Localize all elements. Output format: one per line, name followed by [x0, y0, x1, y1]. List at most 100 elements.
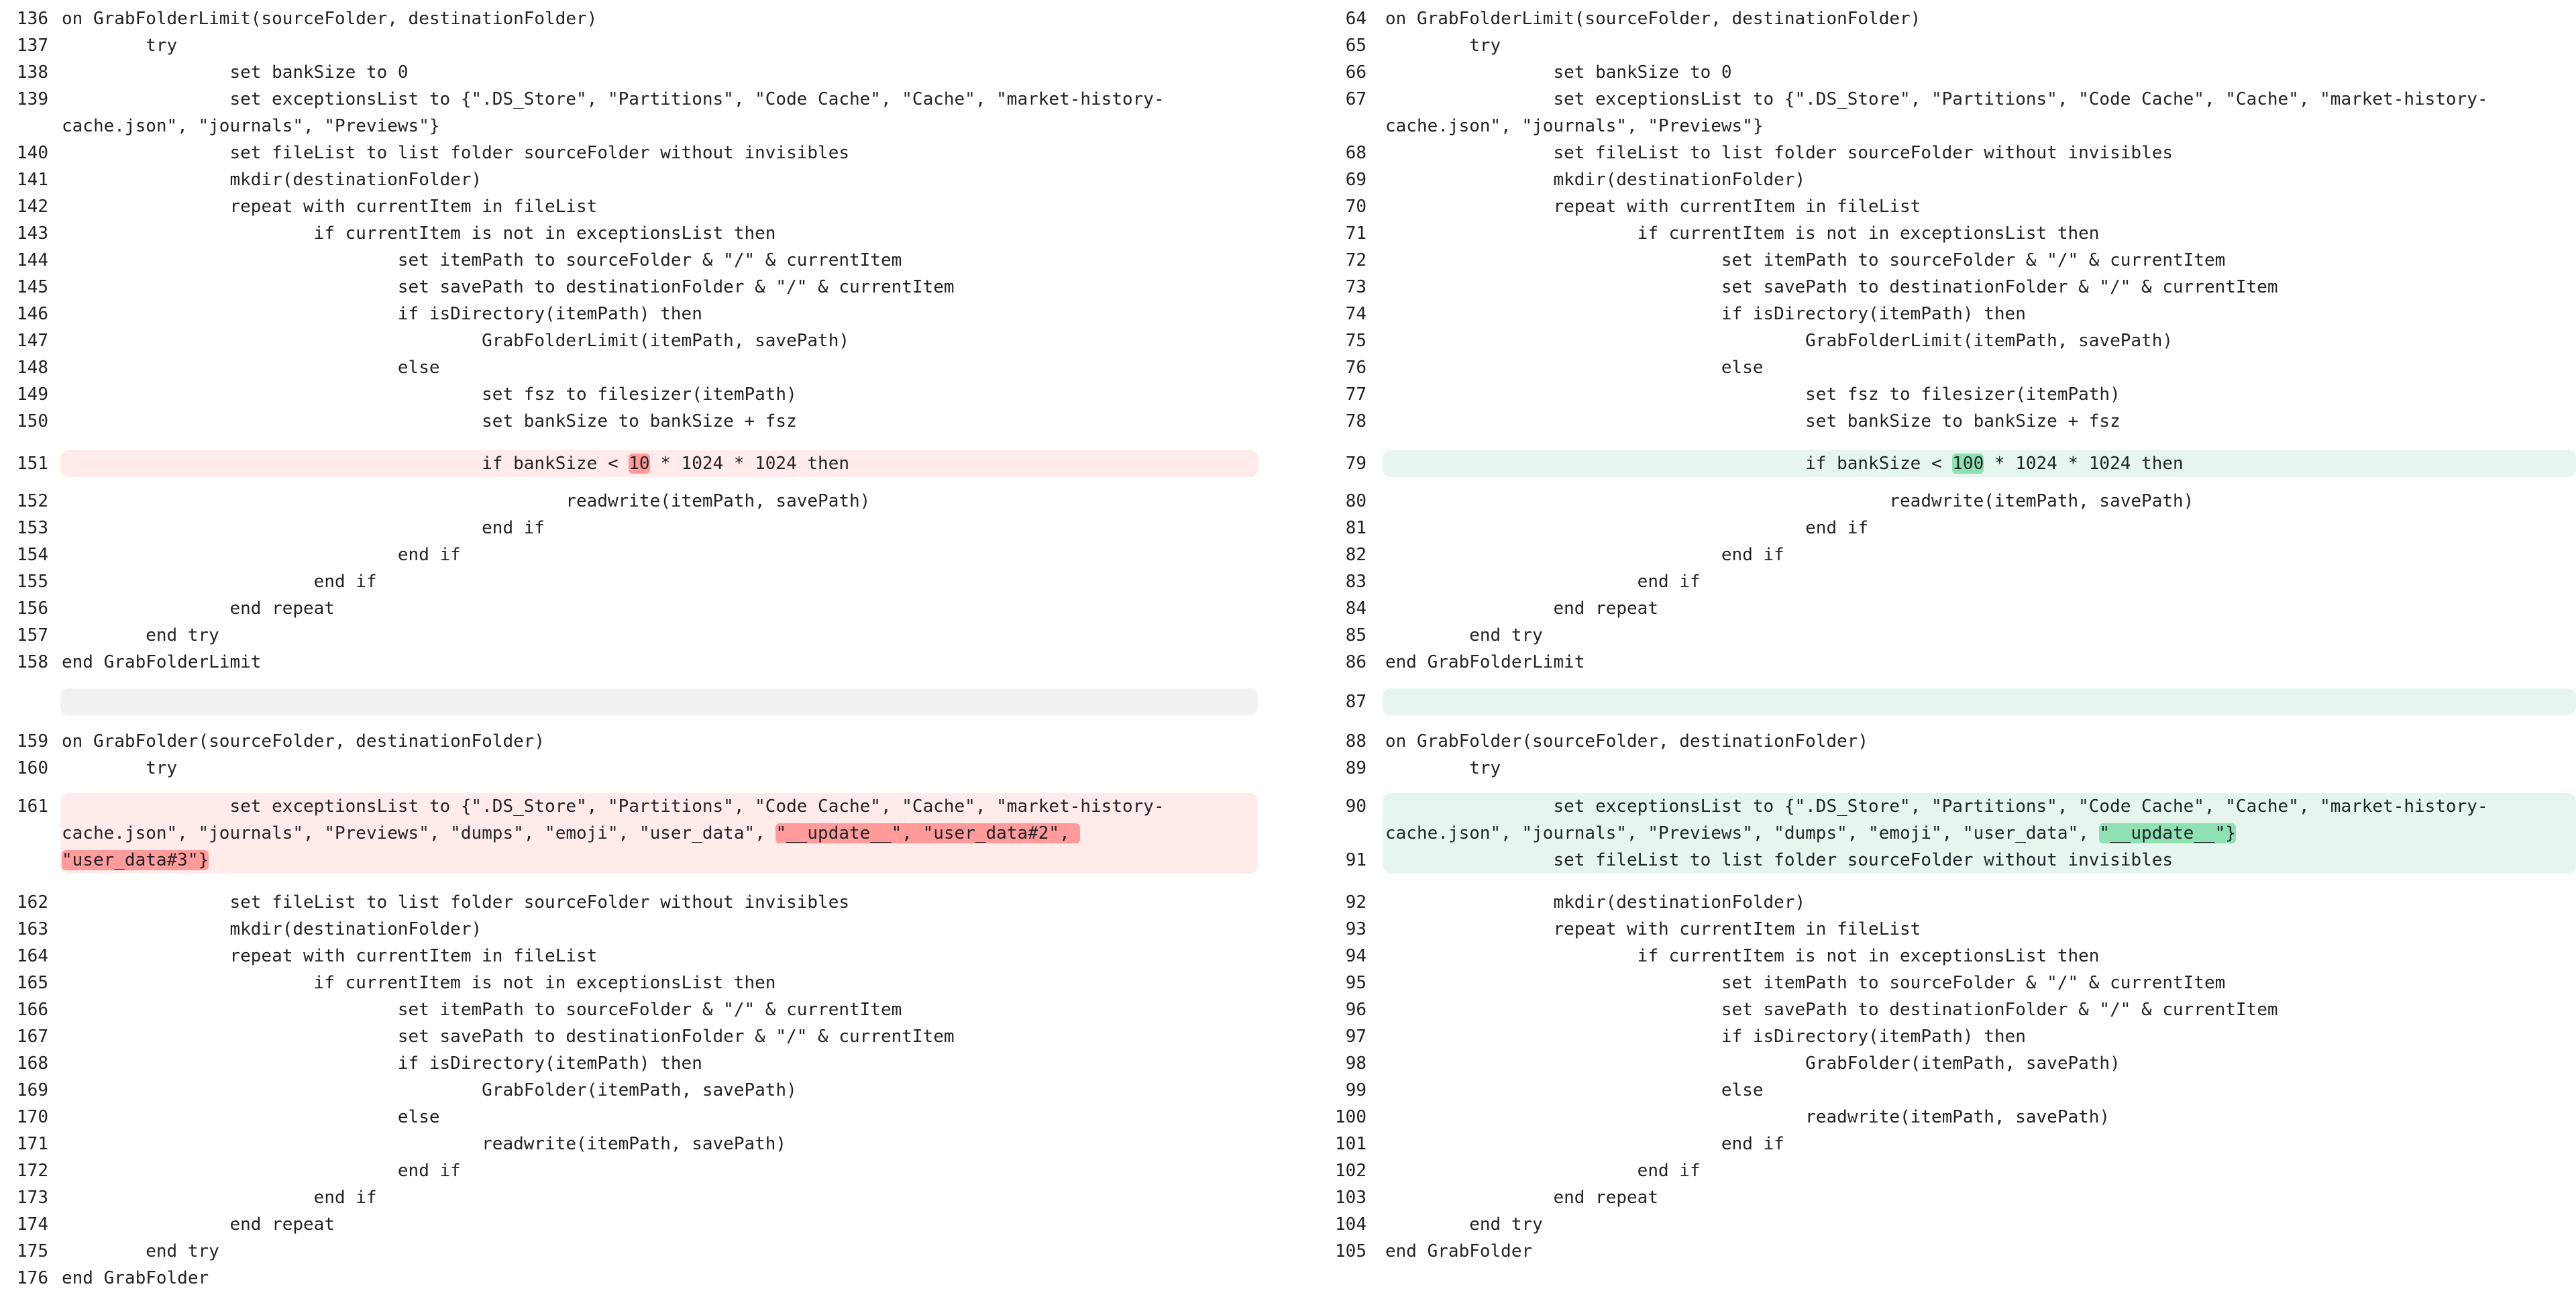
- line-number[interactable]: 161: [17, 796, 48, 817]
- line-number[interactable]: 93: [1345, 919, 1366, 939]
- line-number[interactable]: 167: [17, 1027, 48, 1047]
- code-segment: if bankSize <: [62, 454, 629, 474]
- line-number[interactable]: 91: [1345, 850, 1366, 870]
- line-number[interactable]: 68: [1345, 143, 1366, 163]
- line-number[interactable]: 173: [17, 1188, 48, 1208]
- line-number[interactable]: 65: [1345, 36, 1366, 56]
- line-number[interactable]: 70: [1345, 197, 1366, 217]
- line-number[interactable]: 67: [1345, 89, 1366, 109]
- line-number[interactable]: 164: [17, 946, 48, 966]
- line-number[interactable]: 101: [1335, 1134, 1366, 1154]
- line-number[interactable]: 85: [1345, 625, 1366, 645]
- line-number[interactable]: 145: [17, 277, 48, 297]
- diff-line: 142 repeat with currentItem in fileList: [0, 193, 1261, 220]
- line-number[interactable]: 99: [1345, 1080, 1366, 1100]
- line-number[interactable]: 168: [17, 1053, 48, 1074]
- line-number[interactable]: 154: [17, 545, 48, 565]
- line-number[interactable]: 72: [1345, 250, 1366, 270]
- line-number[interactable]: 73: [1345, 277, 1366, 297]
- line-number[interactable]: 136: [17, 9, 48, 29]
- code-text: "user_data#3"}: [62, 847, 209, 874]
- line-number[interactable]: 92: [1345, 892, 1366, 913]
- line-number[interactable]: 79: [1345, 454, 1366, 474]
- code-text: set itemPath to sourceFolder & "/" & cur…: [1385, 250, 2226, 270]
- line-number[interactable]: 163: [17, 919, 48, 939]
- line-number[interactable]: 176: [17, 1268, 48, 1288]
- diff-line: cache.json", "journals", "Previews"}: [1318, 113, 2576, 140]
- line-number[interactable]: 166: [17, 1000, 48, 1020]
- line-number[interactable]: 69: [1345, 170, 1366, 190]
- diff-line: 143 if currentItem is not in exceptionsL…: [0, 220, 1261, 247]
- line-number[interactable]: 80: [1345, 491, 1366, 511]
- line-number[interactable]: 155: [17, 572, 48, 592]
- line-number[interactable]: 170: [17, 1107, 48, 1127]
- line-number[interactable]: 151: [17, 454, 48, 474]
- line-number[interactable]: 137: [17, 36, 48, 56]
- line-number[interactable]: 143: [17, 223, 48, 244]
- line-number[interactable]: 87: [1345, 692, 1366, 712]
- line-number[interactable]: 71: [1345, 223, 1366, 244]
- diff-line: 145 set savePath to destinationFolder & …: [0, 274, 1261, 301]
- line-number[interactable]: 157: [17, 625, 48, 645]
- line-number[interactable]: 142: [17, 197, 48, 217]
- line-number[interactable]: 66: [1345, 62, 1366, 83]
- code-text: set itemPath to sourceFolder & "/" & cur…: [62, 1000, 902, 1020]
- line-number[interactable]: 174: [17, 1214, 48, 1235]
- line-number[interactable]: 86: [1345, 652, 1366, 672]
- line-number[interactable]: 146: [17, 304, 48, 324]
- line-number[interactable]: 153: [17, 518, 48, 538]
- line-number[interactable]: 171: [17, 1134, 48, 1154]
- line-number[interactable]: 90: [1345, 796, 1366, 817]
- code-text: set exceptionsList to {".DS_Store", "Par…: [62, 796, 1165, 817]
- line-number[interactable]: 94: [1345, 946, 1366, 966]
- code-text: end GrabFolderLimit: [1385, 652, 1585, 672]
- line-number[interactable]: 83: [1345, 572, 1366, 592]
- line-number[interactable]: 97: [1345, 1027, 1366, 1047]
- line-number[interactable]: 149: [17, 384, 48, 405]
- line-number[interactable]: 165: [17, 973, 48, 993]
- line-number[interactable]: 100: [1335, 1107, 1366, 1127]
- line-number[interactable]: 95: [1345, 973, 1366, 993]
- line-number[interactable]: 74: [1345, 304, 1366, 324]
- line-number[interactable]: 138: [17, 62, 48, 83]
- line-number[interactable]: 78: [1345, 411, 1366, 431]
- code-text: try: [1385, 36, 1501, 56]
- line-number[interactable]: 77: [1345, 384, 1366, 405]
- line-number[interactable]: 169: [17, 1080, 48, 1100]
- line-number[interactable]: 159: [17, 731, 48, 751]
- line-number[interactable]: 162: [17, 892, 48, 913]
- diff-line: 82 end if: [1318, 541, 2576, 568]
- code-text: end if: [62, 1161, 461, 1181]
- line-number[interactable]: 172: [17, 1161, 48, 1181]
- line-number[interactable]: 139: [17, 89, 48, 109]
- line-number[interactable]: 150: [17, 411, 48, 431]
- line-number[interactable]: 82: [1345, 545, 1366, 565]
- line-number[interactable]: 84: [1345, 599, 1366, 619]
- line-number[interactable]: 144: [17, 250, 48, 270]
- line-number[interactable]: 148: [17, 358, 48, 378]
- line-number[interactable]: 147: [17, 331, 48, 351]
- hunk-separator[interactable]: [60, 688, 1258, 715]
- line-number[interactable]: 141: [17, 170, 48, 190]
- line-number[interactable]: 96: [1345, 1000, 1366, 1020]
- line-number[interactable]: 158: [17, 652, 48, 672]
- line-number[interactable]: 76: [1345, 358, 1366, 378]
- line-number[interactable]: 104: [1335, 1214, 1366, 1235]
- line-number[interactable]: 152: [17, 491, 48, 511]
- line-number[interactable]: 175: [17, 1241, 48, 1261]
- diff-line: 167 set savePath to destinationFolder & …: [0, 1023, 1261, 1050]
- line-number[interactable]: 105: [1335, 1241, 1366, 1261]
- line-number[interactable]: 75: [1345, 331, 1366, 351]
- line-number[interactable]: 88: [1345, 731, 1366, 751]
- line-number[interactable]: 156: [17, 599, 48, 619]
- line-number[interactable]: 140: [17, 143, 48, 163]
- line-number[interactable]: 103: [1335, 1188, 1366, 1208]
- line-number[interactable]: 81: [1345, 518, 1366, 538]
- line-number[interactable]: 160: [17, 758, 48, 778]
- line-number[interactable]: 102: [1335, 1161, 1366, 1181]
- line-number[interactable]: 64: [1345, 9, 1366, 29]
- line-number[interactable]: 98: [1345, 1053, 1366, 1074]
- diff-line: 161 set exceptionsList to {".DS_Store", …: [0, 793, 1261, 820]
- line-number[interactable]: 89: [1345, 758, 1366, 778]
